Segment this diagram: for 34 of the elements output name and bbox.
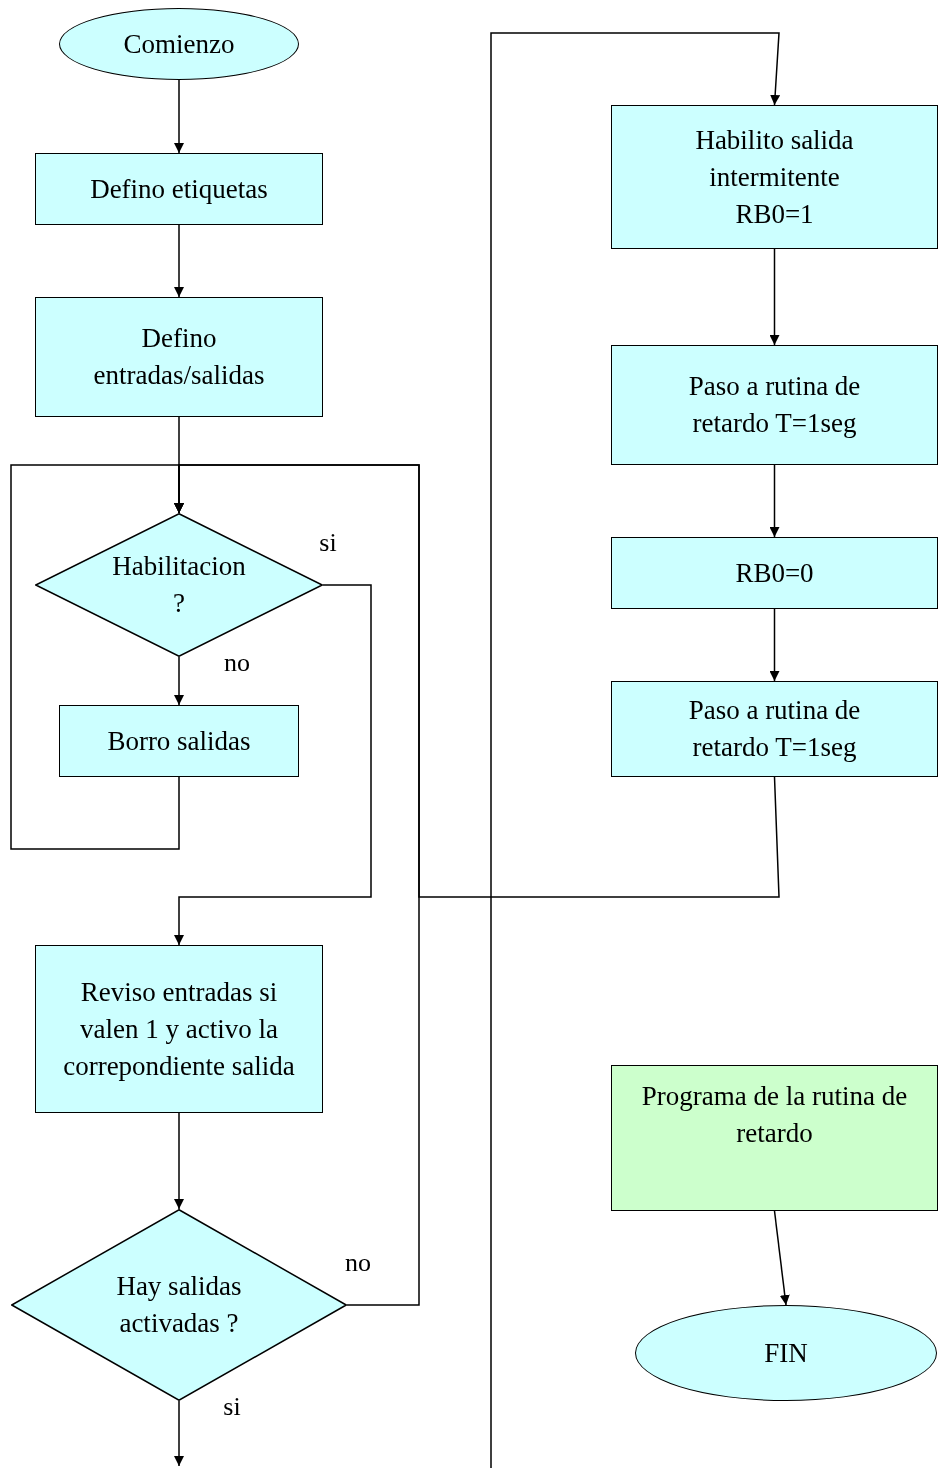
node-label: Reviso entradas si valen 1 y activo la correpondiente salida [62,975,296,1083]
node-label: Defino entradas/salidas [92,322,266,392]
arrow [174,79,184,154]
process-box [611,1065,938,1211]
node-label: Paso a rutina de retardo T=1seg [687,370,862,440]
process-box [611,105,938,249]
process-box [59,705,299,777]
arrow [174,1400,184,1467]
process-box [611,345,938,465]
arrow [174,1112,184,1210]
node-label: Borro salidas [107,724,251,758]
arrow [174,224,184,298]
arrow [490,32,781,1468]
process-box [35,153,323,225]
process-box [35,297,323,417]
node-label: Defino etiquetas [90,172,268,206]
node-label: FIN [764,1336,808,1370]
arrow [769,608,780,682]
arrow [769,248,780,346]
process-box [611,681,938,777]
node-label: Paso a rutina de retardo T=1seg [687,694,862,764]
node-label: RB0=0 [735,556,814,590]
node-label: Programa de la rutina de retardo [640,1080,909,1150]
node-label: Hay salidas activadas ? [115,1270,243,1340]
node-label: Habilito salida intermitente RB0=1 [694,123,855,231]
node-label: Habilitacion ? [111,550,247,620]
arrow [773,1210,790,1306]
arrow [174,656,184,706]
process-box [35,945,323,1113]
arrow [174,464,780,898]
arrow [174,584,372,946]
node-label: Comienzo [123,27,235,61]
arrow [769,464,780,538]
process-box [611,537,938,609]
